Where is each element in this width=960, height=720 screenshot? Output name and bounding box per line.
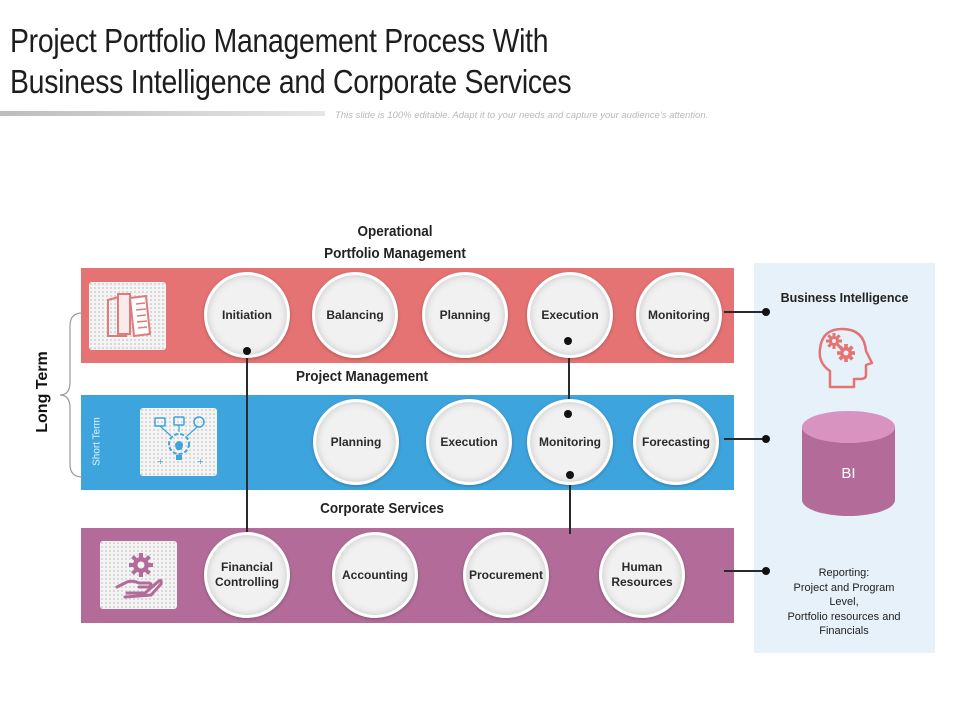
long-term-brace: [59, 312, 83, 478]
connector-to-bi: [724, 311, 766, 313]
head-gears-icon: [818, 327, 874, 389]
operational-label: Operational Portfolio Management: [296, 221, 494, 265]
connector-dot: [762, 308, 770, 316]
reporting-line: Reporting:: [818, 567, 870, 579]
bi-panel-title: Business Intelligence: [780, 291, 909, 305]
title-line-2: Business Intelligence and Corporate Serv…: [10, 63, 572, 100]
step-balancing: Balancing: [312, 272, 398, 358]
hand-gear-icon: [100, 541, 177, 609]
connector-execution-monitoring: [568, 341, 570, 414]
step-monitoring-operational: Monitoring: [636, 272, 722, 358]
step-initiation: Initiation: [204, 272, 290, 358]
connector-initiation-financial: [246, 351, 248, 538]
connector-monitoring-procurement: [569, 474, 571, 534]
reporting-text: Reporting: Project and Program Level, Po…: [770, 566, 918, 639]
connector-to-database: [724, 438, 766, 440]
page-subtitle: This slide is 100% editable. Adapt it to…: [335, 110, 709, 121]
long-term-label: Long Term: [34, 351, 51, 433]
step-execution-project: Execution: [426, 399, 512, 485]
bi-database-label: BI: [841, 465, 856, 482]
connector-dot: [564, 337, 572, 345]
corporate-services-label: Corporate Services: [320, 500, 444, 517]
step-planning-project: Planning: [313, 399, 399, 485]
step-planning-operational: Planning: [422, 272, 508, 358]
idea-gear-icon: + +: [140, 408, 217, 476]
reporting-line: Level,: [829, 596, 859, 608]
step-procurement: Procurement: [463, 532, 549, 618]
reporting-line: Project and Program: [793, 581, 895, 594]
step-monitoring-project: Monitoring: [527, 399, 613, 485]
step-accounting: Accounting: [332, 532, 418, 618]
connector-to-reporting: [724, 570, 766, 572]
connector-dot: [566, 471, 574, 479]
reporting-line: Financials: [819, 625, 869, 637]
documents-icon: [89, 282, 166, 350]
svg-text:+: +: [157, 457, 164, 466]
title-underline: [0, 111, 325, 116]
operational-label-line-2: Portfolio Management: [324, 245, 466, 262]
page-title: Project Portfolio Management Process Wit…: [10, 20, 664, 102]
svg-text:+: +: [197, 457, 204, 466]
project-management-label: Project Management: [295, 368, 429, 385]
operational-band: [81, 268, 734, 363]
connector-dot: [243, 347, 251, 355]
connector-dot: [762, 567, 770, 575]
step-forecasting: Forecasting: [633, 399, 719, 485]
reporting-line: Portfolio resources and: [787, 610, 901, 623]
title-line-1: Project Portfolio Management Process Wit…: [10, 22, 549, 59]
connector-dot: [564, 410, 572, 418]
step-execution-operational: Execution: [527, 272, 613, 358]
step-financial-controlling: Financial Controlling: [204, 532, 290, 618]
step-human-resources: Human Resources: [599, 532, 685, 618]
short-term-label: Short Term: [91, 417, 103, 466]
connector-dot: [762, 435, 770, 443]
bi-database-icon: [802, 411, 895, 516]
operational-label-line-1: Operational: [357, 223, 433, 240]
